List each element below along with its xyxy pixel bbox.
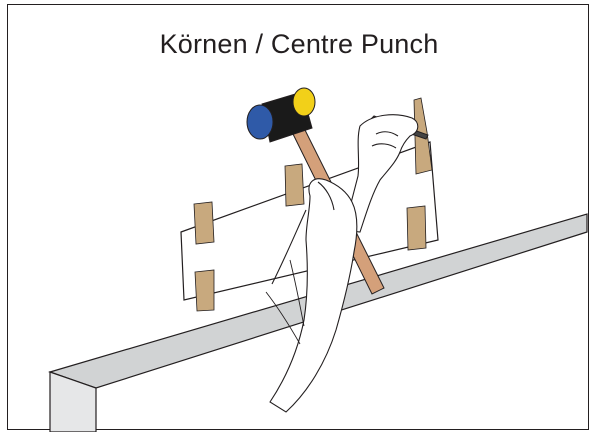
tape-piece	[407, 206, 426, 250]
tape-piece	[285, 164, 304, 206]
tape-piece	[194, 202, 214, 244]
tape-piece	[195, 270, 214, 311]
